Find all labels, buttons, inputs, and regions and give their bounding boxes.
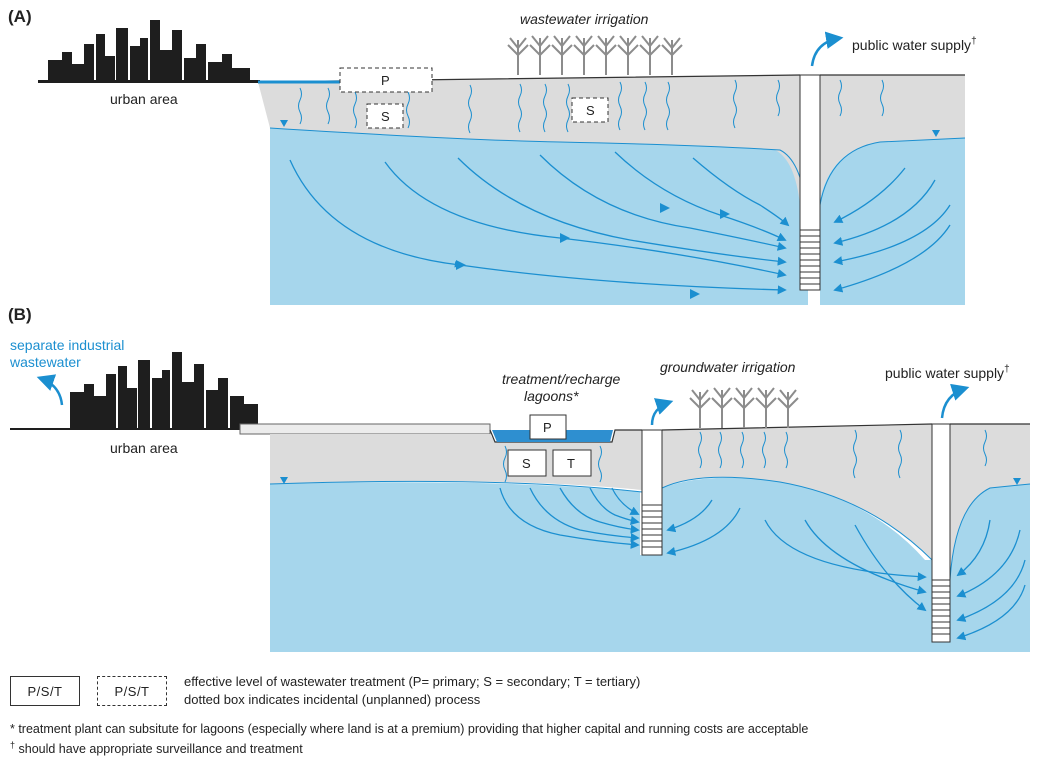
panel-a-label: (A) [8,7,32,26]
box-s-label-2: S [586,103,595,118]
supply-well [799,74,821,291]
city-skyline-icon [10,352,258,430]
seepage-lines-b [503,429,987,483]
box-s-label: S [381,109,390,124]
dagger-text: should have appropriate surveillance and… [15,742,303,757]
public-supply-label-b: public water supply† [885,364,1010,381]
irrigation-well-screen [642,504,662,548]
water-table-marker-icon [932,130,940,137]
unsaturated-zone-right [820,75,965,200]
box-p-label-b: P [543,420,552,435]
seepage-lines [298,79,884,134]
supply-arrow-icon-b [940,383,970,419]
dagger-mark: † [10,740,16,750]
unsaturated-zone-b [270,430,642,490]
box-t-label-b: T [567,456,575,471]
box-p-label: P [381,73,390,88]
irrigation-arrow-icon [650,398,674,426]
box-p-planned [529,414,567,440]
crops-icon [507,35,683,75]
water-table-b [269,476,1031,581]
water-table [269,127,966,206]
flow-arrowheads [456,203,730,299]
urban-area-label: urban area [110,91,178,107]
city-skyline-icon [38,20,260,83]
industrial-arrow-icon [36,374,64,406]
urban-area-label-b: urban area [110,440,178,456]
box-t-planned [552,449,592,477]
groundwater-flow-arrows-b [499,487,1026,641]
aquifer-saturated-zone [270,128,808,305]
box-s-planned [507,449,547,477]
footnote-dagger: † should have appropriate surveillance a… [10,740,303,756]
legend-solid-box: P/S/T [10,676,80,706]
irrigation-well [641,429,663,556]
groundwater-irrigation-label: groundwater irrigation [660,359,796,375]
box-s-incidental-2 [571,97,609,123]
public-supply-label: public water supply† [852,36,977,53]
wastewater-pipeline [239,423,491,435]
crops-icon [689,387,799,428]
box-p-incidental [339,67,433,93]
aquifer-saturated-zone-b [270,477,1030,652]
box-s-label-b: S [522,456,531,471]
well-screen [800,229,820,285]
water-table-marker-icon [1013,478,1021,485]
supply-arrow-icon [810,31,844,67]
legend-text-2: dotted box indicates incidental (unplann… [184,692,481,707]
box-s-incidental [366,103,404,129]
diagram-canvas: (A) urban area [8,7,1031,652]
water-table-marker-icon [280,120,288,127]
wastewater-irrigation-label: wastewater irrigation [520,11,649,27]
supply-well-b-screen [932,579,950,635]
supply-well-b [931,423,951,643]
footnote-star: * treatment plant can subsitute for lago… [10,722,809,736]
legend-text-1: effective level of wastewater treatment … [184,674,641,689]
ground-surface-b [489,423,1030,443]
legend-dashed-box: P/S/T [97,676,167,706]
unsaturated-zone-b-right [950,424,1030,580]
panel-a: (A) urban area [8,7,977,305]
unsaturated-zone-b-mid [662,424,932,560]
panel-b-label: (B) [8,305,32,324]
water-table-marker-icon [280,477,288,484]
